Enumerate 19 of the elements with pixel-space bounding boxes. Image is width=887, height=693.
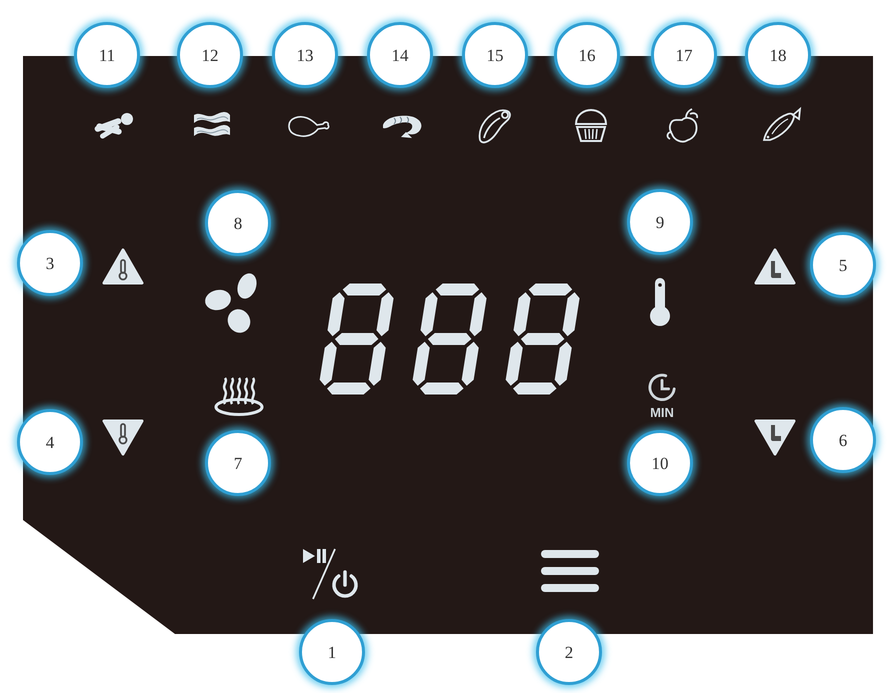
callout-number: 14 <box>392 46 408 64</box>
callout-number: 11 <box>98 46 116 64</box>
callout-number: 18 <box>770 46 786 64</box>
callout-number: 8 <box>234 214 242 232</box>
min-label: MIN <box>649 406 675 419</box>
callout-number: 12 <box>202 46 218 64</box>
callout-number: 1 <box>328 644 336 660</box>
callout-number: 10 <box>652 454 668 472</box>
callout-number: 9 <box>656 214 664 230</box>
callout-number: 6 <box>838 432 848 448</box>
callout-number: 13 <box>296 46 314 64</box>
callout-number: 2 <box>564 644 574 660</box>
callout-number: 17 <box>676 46 692 64</box>
callout-number: 16 <box>578 46 596 64</box>
callout-number: 15 <box>486 46 504 64</box>
callout-number: 5 <box>838 256 848 274</box>
callout-number: 3 <box>46 254 54 272</box>
callout-number: 4 <box>46 434 54 450</box>
callout-number: 7 <box>234 454 242 472</box>
